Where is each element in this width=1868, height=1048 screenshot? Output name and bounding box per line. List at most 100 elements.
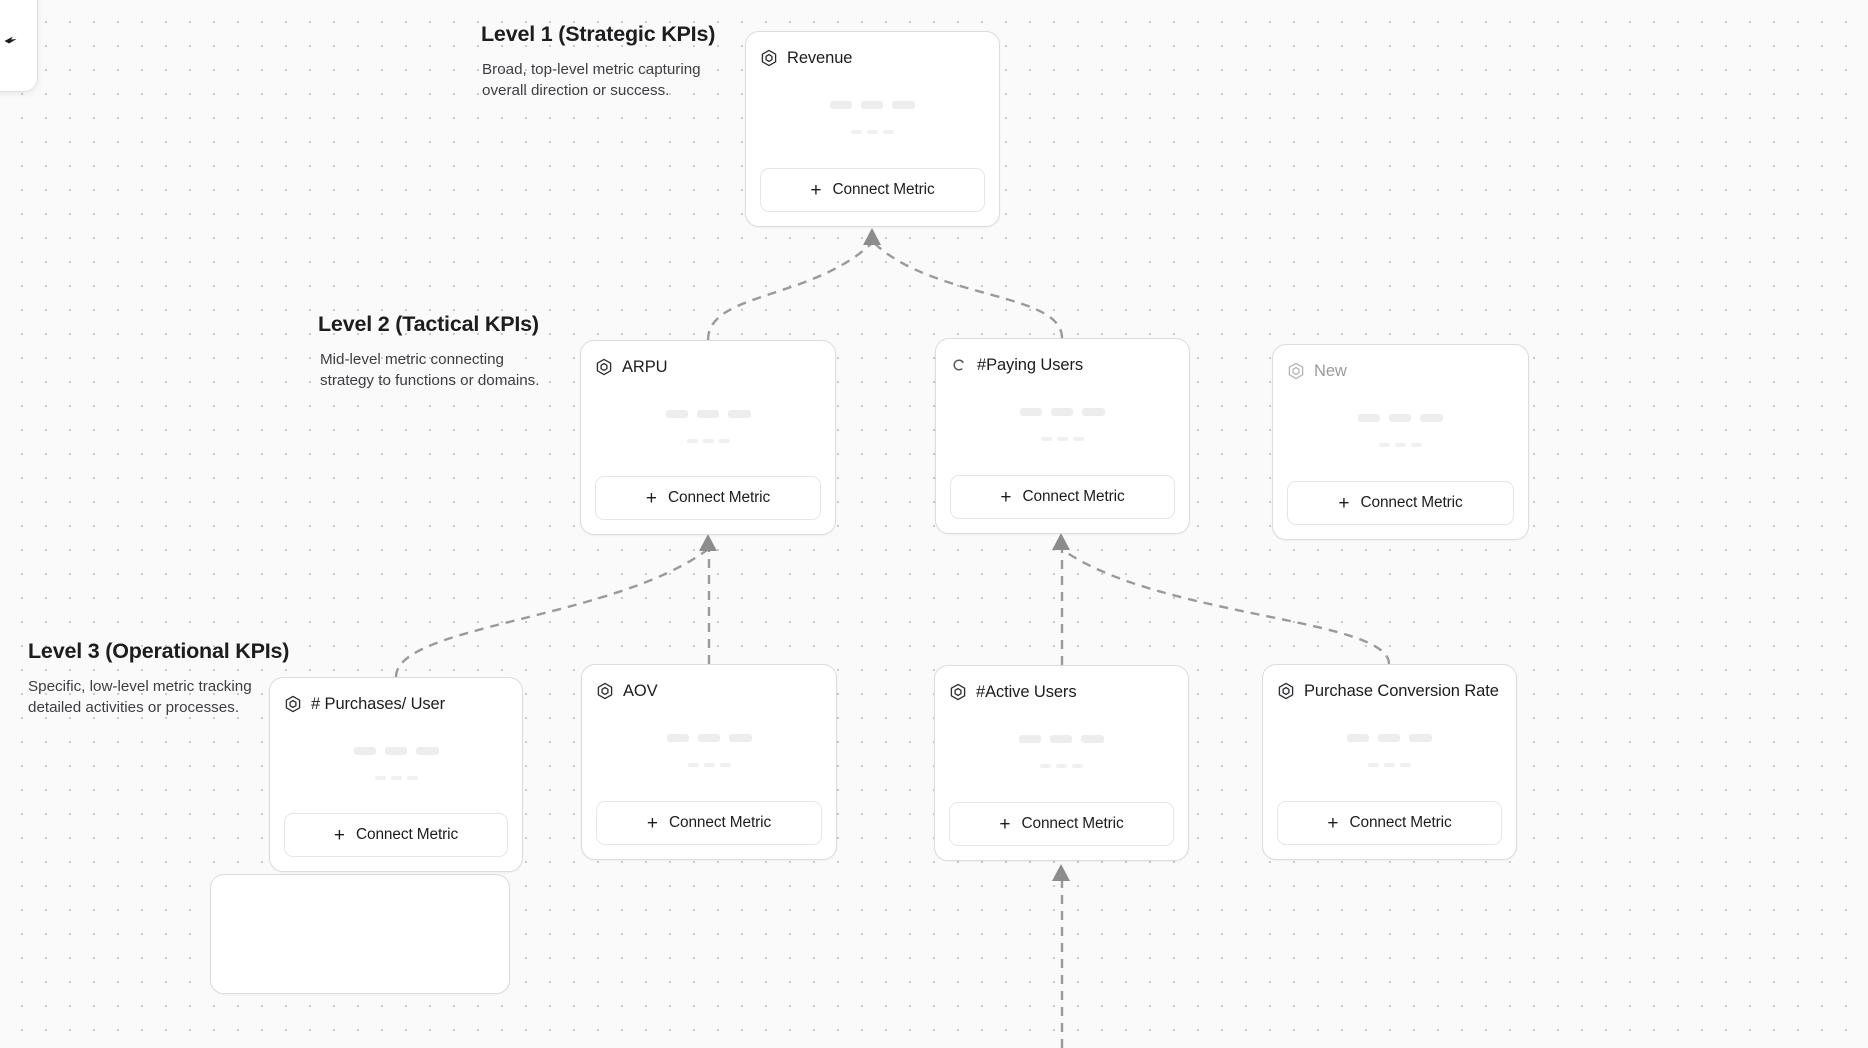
skeleton-bar [851,130,862,134]
plus-icon: + [999,813,1011,835]
plus-icon: + [810,179,822,201]
level-2-title: Level 2 (Tactical KPIs) [318,312,539,336]
skeleton-row-secondary [1040,764,1083,768]
plus-icon: + [1000,486,1012,508]
connect-metric-label: Connect Metric [1021,815,1124,832]
level-1-descriptor: Level 1 (Strategic KPIs) Broad, top-leve… [481,22,715,101]
level-1-description: Broad, top-level metric capturing overal… [482,60,715,101]
skeleton-row-primary [1020,408,1105,416]
card-header: # Purchases/ User [284,691,508,717]
skeleton-bar [1420,414,1443,422]
skeleton-bar [1411,443,1422,447]
edge-arpu-to-revenue [706,242,873,341]
skeleton-bar [1384,763,1395,767]
metric-title: ARPU [622,357,668,376]
skeleton-bar [415,746,439,755]
card-header: ARPU [595,354,821,380]
skeleton-bar [1368,763,1379,767]
connect-metric-label: Connect Metric [1022,488,1125,505]
skeleton-bar [728,734,752,742]
connect-metric-label: Connect Metric [669,814,772,831]
metric-card-revenue[interactable]: Revenue + Connect Metric [745,31,1000,227]
metric-placeholder-body [949,705,1174,802]
skeleton-row-secondary [374,775,418,780]
card-header: AOV [596,678,822,704]
hexagon-metric-icon [761,49,777,67]
hexagon-metric-icon [1278,682,1294,700]
hexagon-metric-icon [597,682,613,700]
skeleton-bar [1358,414,1380,422]
connect-metric-button[interactable]: + Connect Metric [1287,481,1514,525]
edge-paying-users-to-revenue [873,242,1064,339]
arrow-head-active-users-bottom [1052,864,1070,881]
level-1-description-line-1: Broad, top-level metric capturing [482,61,701,78]
connect-metric-button[interactable]: + Connect Metric [596,801,822,845]
skeleton-bar [697,734,720,742]
skeleton-bar [666,734,689,742]
skeleton-row-primary [666,734,752,742]
metric-card-active-users[interactable]: #Active Users + Connect Metric [934,665,1189,861]
skeleton-bar [1389,414,1411,422]
connect-metric-button[interactable]: + Connect Metric [1277,801,1502,845]
skeleton-bar [390,775,402,780]
arrow-head-paying-users [1052,533,1070,550]
metric-title: #Active Users [976,682,1077,701]
card-header: Revenue [760,45,985,71]
connect-metric-label: Connect Metric [1360,494,1463,511]
skeleton-bar [1041,437,1052,441]
metric-card-purchases-per-user[interactable]: # Purchases/ User + Connect Metric [269,677,523,872]
metric-title: Revenue [787,48,853,67]
connect-metric-button[interactable]: + Connect Metric [760,168,985,212]
plus-icon: + [645,487,657,509]
metric-placeholder-body [950,378,1175,475]
metric-placeholder-body [596,704,822,801]
connect-metric-button[interactable]: + Connect Metric [949,802,1174,846]
level-3-description-line-2: detailed activities or processes. [28,698,240,716]
skeleton-bar [406,775,418,780]
skeleton-bar [1072,764,1083,768]
skeleton-bar [1051,408,1073,416]
skeleton-bar [1020,408,1042,416]
skeleton-bar [1056,764,1067,768]
metric-card-arpu[interactable]: ARPU + Connect Metric [580,340,836,535]
skeleton-bar [1057,437,1068,441]
floating-toolbar-panel[interactable] [0,0,38,92]
skeleton-bar [384,746,407,755]
metric-card-paying-users[interactable]: #Paying Users + Connect Metric [935,338,1190,534]
metric-card-new[interactable]: New + Connect Metric [1272,344,1529,540]
skeleton-bar [1081,735,1104,743]
skeleton-bar [686,438,698,443]
skeleton-row-primary [1347,734,1432,742]
level-1-title: Level 1 (Strategic KPIs) [481,22,716,46]
skeleton-row-primary [353,746,439,755]
edge-pcr-to-paying-users [1062,549,1391,665]
hexagon-metric-icon [950,683,966,701]
metric-title: #Paying Users [977,355,1083,374]
metric-placeholder-body [760,71,985,168]
metric-placeholder-body [595,380,821,476]
arrow-head-revenue [863,228,881,245]
connect-metric-label: Connect Metric [356,826,459,843]
connect-metric-button[interactable]: + Connect Metric [950,475,1175,519]
level-2-description-line-2: strategy to functions or domains. [320,371,540,389]
level-3-description-line-1: Specific, low-level metric tracking [28,678,252,695]
skeleton-row-secondary [851,130,894,134]
metric-card-offscreen-partial[interactable] [210,874,510,994]
connect-metric-button[interactable]: + Connect Metric [595,476,821,520]
skeleton-bar [687,763,699,767]
connect-metric-button[interactable]: + Connect Metric [284,813,508,857]
level-2-description-line-1: Mid-level metric connecting [320,351,505,368]
metric-title: AOV [623,681,658,700]
card-header: New [1287,358,1514,384]
skeleton-bar [883,130,894,134]
hexagon-metric-icon [1288,362,1304,380]
metric-card-aov[interactable]: AOV + Connect Metric [581,664,837,860]
plus-icon: + [1327,812,1339,834]
skeleton-bar [1400,763,1411,767]
skeleton-row-secondary [1041,437,1084,441]
skeleton-bar [1082,408,1105,416]
skeleton-row-primary [665,409,751,418]
arrow-head-arpu [699,534,717,551]
metric-card-purchase-conversion-rate[interactable]: Purchase Conversion Rate + Connect Metri… [1262,664,1517,860]
